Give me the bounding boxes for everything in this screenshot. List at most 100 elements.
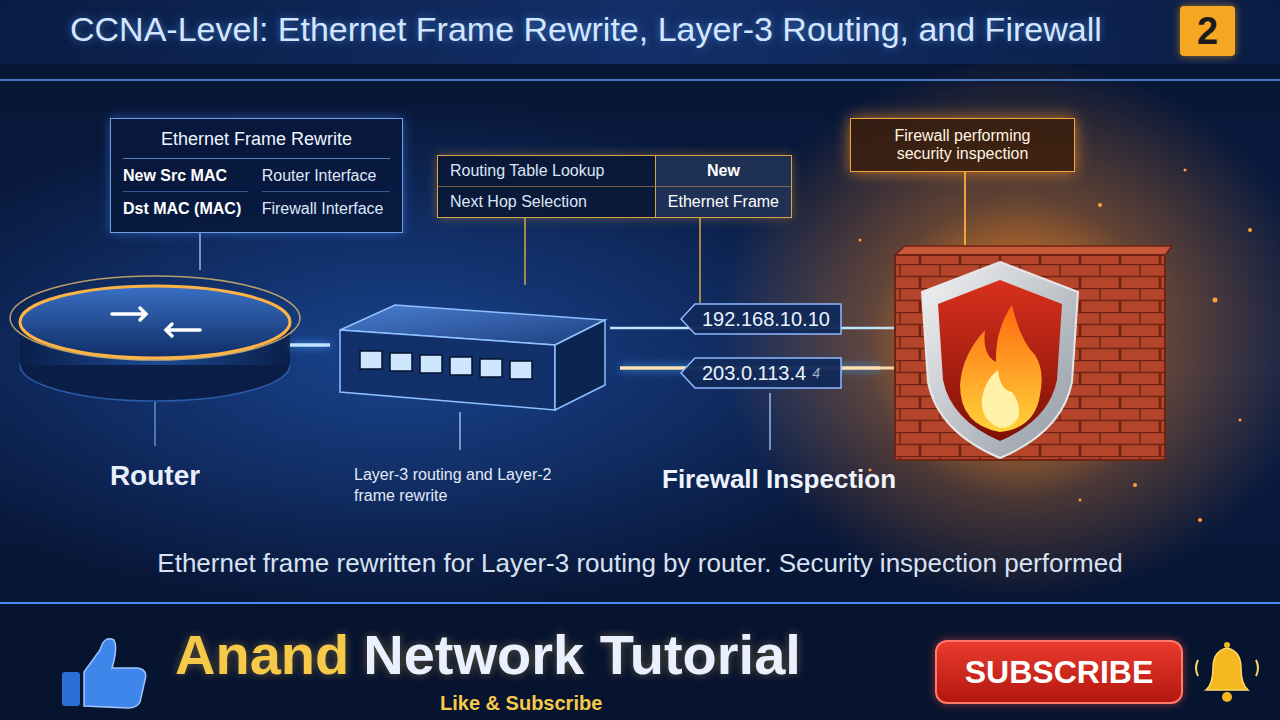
thumbs-up-icon — [84, 639, 146, 708]
connector-line — [524, 218, 526, 285]
sparks — [1213, 298, 1218, 303]
switch-icon — [420, 355, 442, 373]
tag-outline — [681, 304, 841, 334]
table-cell: Firewall Interface — [262, 192, 390, 224]
firewall-icon — [895, 255, 1165, 460]
tag-outline — [681, 358, 841, 388]
switch-icon — [340, 305, 605, 450]
switch-icon — [510, 361, 532, 379]
background — [0, 602, 1280, 604]
sparks — [1184, 169, 1187, 172]
sparks — [859, 239, 862, 242]
ip-address-tag: 203.0.113.4 4 — [680, 357, 842, 389]
table-cell: Router Interface — [262, 159, 390, 192]
connector-line — [964, 172, 966, 245]
switch-icon — [360, 351, 532, 379]
episode-badge: 2 — [1180, 6, 1235, 56]
switch-icon — [459, 412, 461, 450]
bell-icon — [1206, 648, 1248, 690]
frame-rewrite-table: Ethernet Frame RewriteNew Src MAC Router … — [110, 118, 403, 233]
firewall-icon — [895, 246, 1172, 255]
table-cell: Ethernet Frame — [655, 187, 791, 217]
title-bar: CCNA-Level: Ethernet Frame Rewrite, Laye… — [70, 10, 1102, 49]
table-grid: New Src MAC Router InterfaceDst MAC (MAC)… — [123, 159, 390, 224]
channel-name-text: Network Tutorial — [363, 622, 801, 687]
background — [0, 79, 1280, 81]
badge-number: 2 — [1197, 10, 1218, 53]
switch-icon — [390, 353, 412, 371]
thumbs-up-icon — [62, 639, 146, 708]
thumbs-up-icon — [62, 672, 80, 706]
router-node: Router — [20, 270, 290, 492]
button-text: SUBSCRIBE — [965, 654, 1153, 691]
sparks — [859, 169, 1253, 523]
switch-icon — [450, 357, 472, 375]
device-label: Router — [20, 460, 290, 492]
router-icon — [154, 402, 156, 446]
bell-icon — [1224, 642, 1230, 648]
bell-icon — [1196, 660, 1258, 676]
firewall-icon — [960, 305, 1042, 432]
callout-text: Firewall performing security inspection — [865, 127, 1060, 163]
device-label: Firewall Inspection — [662, 464, 896, 495]
ip-address: 203.0.113.4 — [702, 362, 806, 385]
channel-name: AnandNetwork Tutorial — [175, 622, 801, 687]
channel-name-text: Anand — [175, 622, 349, 687]
connector-line — [199, 233, 201, 270]
subscribe-button: SUBSCRIBE — [935, 640, 1183, 704]
device-label: Layer-3 routing and Layer-2 frame rewrit… — [354, 464, 554, 507]
switch-node: Layer-3 routing and Layer-2 frame rewrit… — [330, 285, 620, 507]
sparks — [1098, 203, 1102, 207]
sparks — [1079, 499, 1082, 502]
router-icon — [10, 276, 300, 360]
background — [0, 77, 1280, 83]
caption-bar: Ethernet frame rewritten for Layer-3 rou… — [0, 548, 1280, 579]
ip-address: 4 — [812, 365, 820, 381]
light-beams — [610, 328, 910, 450]
table-cell: Next Hop Selection — [438, 187, 655, 217]
router-icon — [10, 276, 300, 446]
background — [0, 599, 1280, 607]
connector-line — [699, 218, 701, 303]
firewall-node: Firewall Inspection — [880, 245, 1175, 495]
light-beams — [769, 393, 771, 450]
firewall-icon — [870, 200, 1170, 500]
caption-text: Ethernet frame rewritten for Layer-3 rou… — [157, 548, 1122, 579]
box-heading: Ethernet Frame Rewrite — [123, 125, 390, 159]
background — [0, 100, 920, 620]
table-grid: Routing Table LookupNewNext Hop Selectio… — [438, 156, 791, 217]
table-cell: Dst MAC (MAC) — [123, 192, 248, 224]
sparks — [1239, 419, 1242, 422]
call-to-action: Like & Subscribe — [440, 692, 602, 715]
background — [0, 603, 1280, 720]
bell-icon — [1196, 642, 1258, 702]
bell-icon — [1222, 692, 1232, 702]
ip-address: 192.168.10.10 — [702, 308, 830, 331]
routing-info-box: Routing Table LookupNewNext Hop Selectio… — [437, 155, 792, 218]
firewall-icon — [938, 280, 1062, 441]
firewall-icon — [922, 262, 1078, 458]
switch-icon — [360, 351, 382, 369]
router-icon — [166, 324, 200, 336]
background — [0, 0, 1280, 64]
switch-icon — [555, 320, 605, 410]
ip-address-tag: 192.168.10.10 — [680, 303, 842, 335]
firewall-icon — [870, 200, 1172, 500]
sparks — [1133, 483, 1137, 487]
table-cell: Routing Table Lookup — [438, 156, 655, 187]
sparks — [1248, 228, 1252, 232]
table-cell: New Src MAC — [123, 159, 248, 192]
switch-icon — [480, 359, 502, 377]
connector-line — [290, 343, 330, 347]
title-text: CCNA-Level: Ethernet Frame Rewrite, Laye… — [70, 10, 1102, 49]
firewall-icon — [982, 370, 1019, 428]
table-cell: New — [655, 156, 791, 187]
router-icon — [112, 308, 146, 320]
call-to-action-text: Like & Subscribe — [440, 692, 602, 715]
switch-icon — [340, 330, 555, 410]
